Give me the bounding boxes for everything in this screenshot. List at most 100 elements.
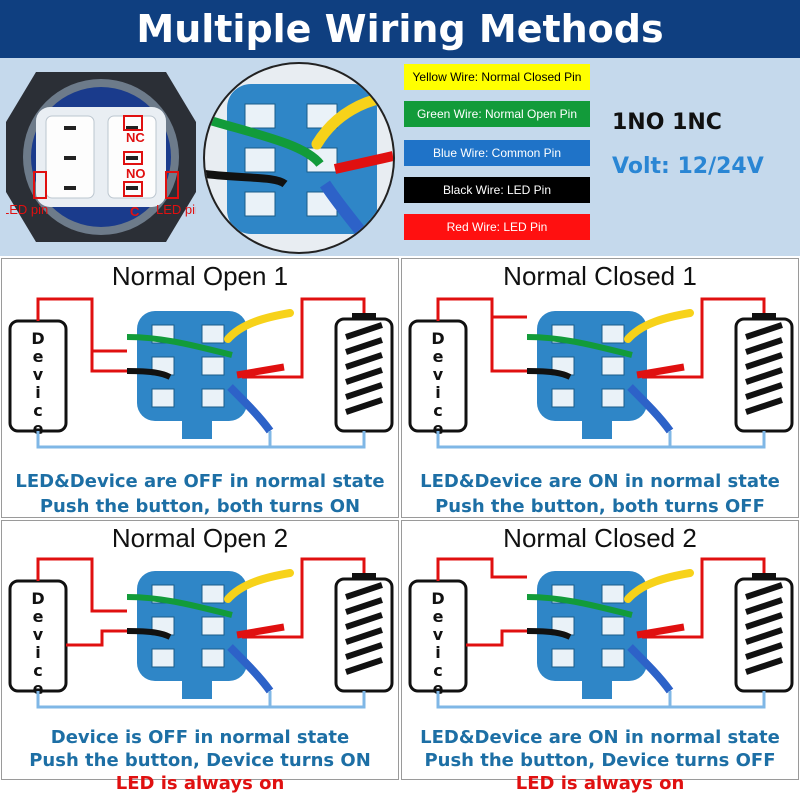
battery-stripe xyxy=(345,367,383,385)
battery-stripe xyxy=(745,582,783,600)
yellow-wire xyxy=(624,309,694,343)
yellow-wire xyxy=(224,309,294,343)
connector-slot xyxy=(601,616,625,636)
battery-stripe xyxy=(345,382,383,400)
battery-stripe xyxy=(745,657,783,675)
green-wire xyxy=(526,334,633,358)
c-label: C xyxy=(130,204,140,219)
black-wire xyxy=(526,368,572,380)
circuit-led-positive xyxy=(466,629,527,647)
circuit-device-positive xyxy=(436,297,527,321)
circuit-battery-positive xyxy=(642,297,766,379)
battery-stripe xyxy=(345,352,383,370)
green-wire xyxy=(526,594,633,618)
panel-title: Normal Closed 2 xyxy=(503,523,697,553)
red-wire xyxy=(636,623,685,639)
panel-note: LED is always on xyxy=(515,773,685,794)
panel-desc-line-1: LED&Device are ON in normal state xyxy=(420,727,780,748)
connector-slot xyxy=(551,648,575,668)
battery-stripe xyxy=(345,612,383,630)
connector-slot xyxy=(601,388,625,408)
battery-stripe xyxy=(745,627,783,645)
circuit-led-positive xyxy=(90,351,127,373)
connector-slot xyxy=(601,648,625,668)
battery-stripe xyxy=(745,382,783,400)
blue-wire xyxy=(627,384,674,434)
circuit-led-positive xyxy=(490,317,527,373)
connector-slot xyxy=(601,584,625,604)
red-wire xyxy=(236,363,285,379)
battery-stripe xyxy=(745,367,783,385)
battery-stripe xyxy=(745,612,783,630)
legend-item-yellow: Yellow Wire: Normal Closed Pin xyxy=(404,64,590,90)
connector-tab xyxy=(582,417,612,439)
battery-stripe xyxy=(745,322,783,340)
battery-terminal xyxy=(752,573,776,580)
panel-desc-line-2: Push the button, both turns ON xyxy=(39,496,361,517)
blue-wire xyxy=(627,644,674,694)
circuit-common xyxy=(436,691,766,709)
battery-terminal xyxy=(352,573,376,580)
connector-tab xyxy=(582,677,612,699)
green-wire xyxy=(126,334,233,358)
connector-slot xyxy=(201,616,225,636)
connector-tab xyxy=(182,417,212,439)
connector-slot xyxy=(151,648,175,668)
battery-stripe xyxy=(745,397,783,415)
nc-label: NC xyxy=(126,130,145,145)
connector-slot xyxy=(201,388,225,408)
black-wire xyxy=(526,628,572,640)
battery-stripe xyxy=(745,597,783,615)
battery-terminal xyxy=(352,313,376,320)
circuit-battery-positive xyxy=(642,557,766,639)
red-wire xyxy=(636,363,685,379)
panel-title: Normal Closed 1 xyxy=(503,261,697,291)
battery-stripe xyxy=(745,642,783,660)
panel-title: Normal Open 1 xyxy=(111,261,289,291)
connector-slot xyxy=(201,324,225,344)
panel-desc-line-1: LED&Device are OFF in normal state xyxy=(15,471,385,492)
circuit-common xyxy=(436,431,766,449)
connector-slot xyxy=(201,356,225,376)
battery-stripe xyxy=(745,352,783,370)
connector-closeup xyxy=(203,62,395,254)
panel-desc-line-1: Device is OFF in normal state xyxy=(50,727,350,748)
blue-wire xyxy=(227,644,274,694)
connector-slot xyxy=(201,648,225,668)
green-wire xyxy=(126,594,233,618)
led-pin-right-label: LED pin xyxy=(156,202,196,217)
yellow-wire xyxy=(224,569,294,603)
contacts-info: 1NO 1NC xyxy=(612,110,722,135)
panel-desc-line-2: Push the button, Device turns OFF xyxy=(424,750,776,771)
battery-stripe xyxy=(345,642,383,660)
circuit-common xyxy=(36,431,366,449)
panel-desc-line-2: Push the button, Device turns ON xyxy=(29,750,371,771)
panel-note: LED is always on xyxy=(115,773,285,794)
circuit-common xyxy=(36,691,366,709)
black-wire xyxy=(126,628,172,640)
battery-stripe xyxy=(345,337,383,355)
circuit-battery-positive xyxy=(242,297,366,379)
red-wire xyxy=(236,623,285,639)
legend-item-black: Black Wire: LED Pin xyxy=(404,177,590,203)
battery-stripe xyxy=(345,597,383,615)
circuit-device-positive xyxy=(36,557,127,613)
voltage-info: Volt: 12/24V xyxy=(612,154,764,179)
circuit-battery-positive xyxy=(242,557,366,639)
circuit-device-positive xyxy=(36,297,127,353)
panel-title: Normal Open 2 xyxy=(111,523,289,553)
connector-slot xyxy=(601,356,625,376)
yellow-wire xyxy=(624,569,694,603)
page-title: Multiple Wiring Methods xyxy=(0,0,800,58)
battery-stripe xyxy=(345,627,383,645)
legend-item-green: Green Wire: Normal Open Pin xyxy=(404,101,590,127)
circuit-device-positive xyxy=(436,557,527,581)
connector-slot xyxy=(551,388,575,408)
